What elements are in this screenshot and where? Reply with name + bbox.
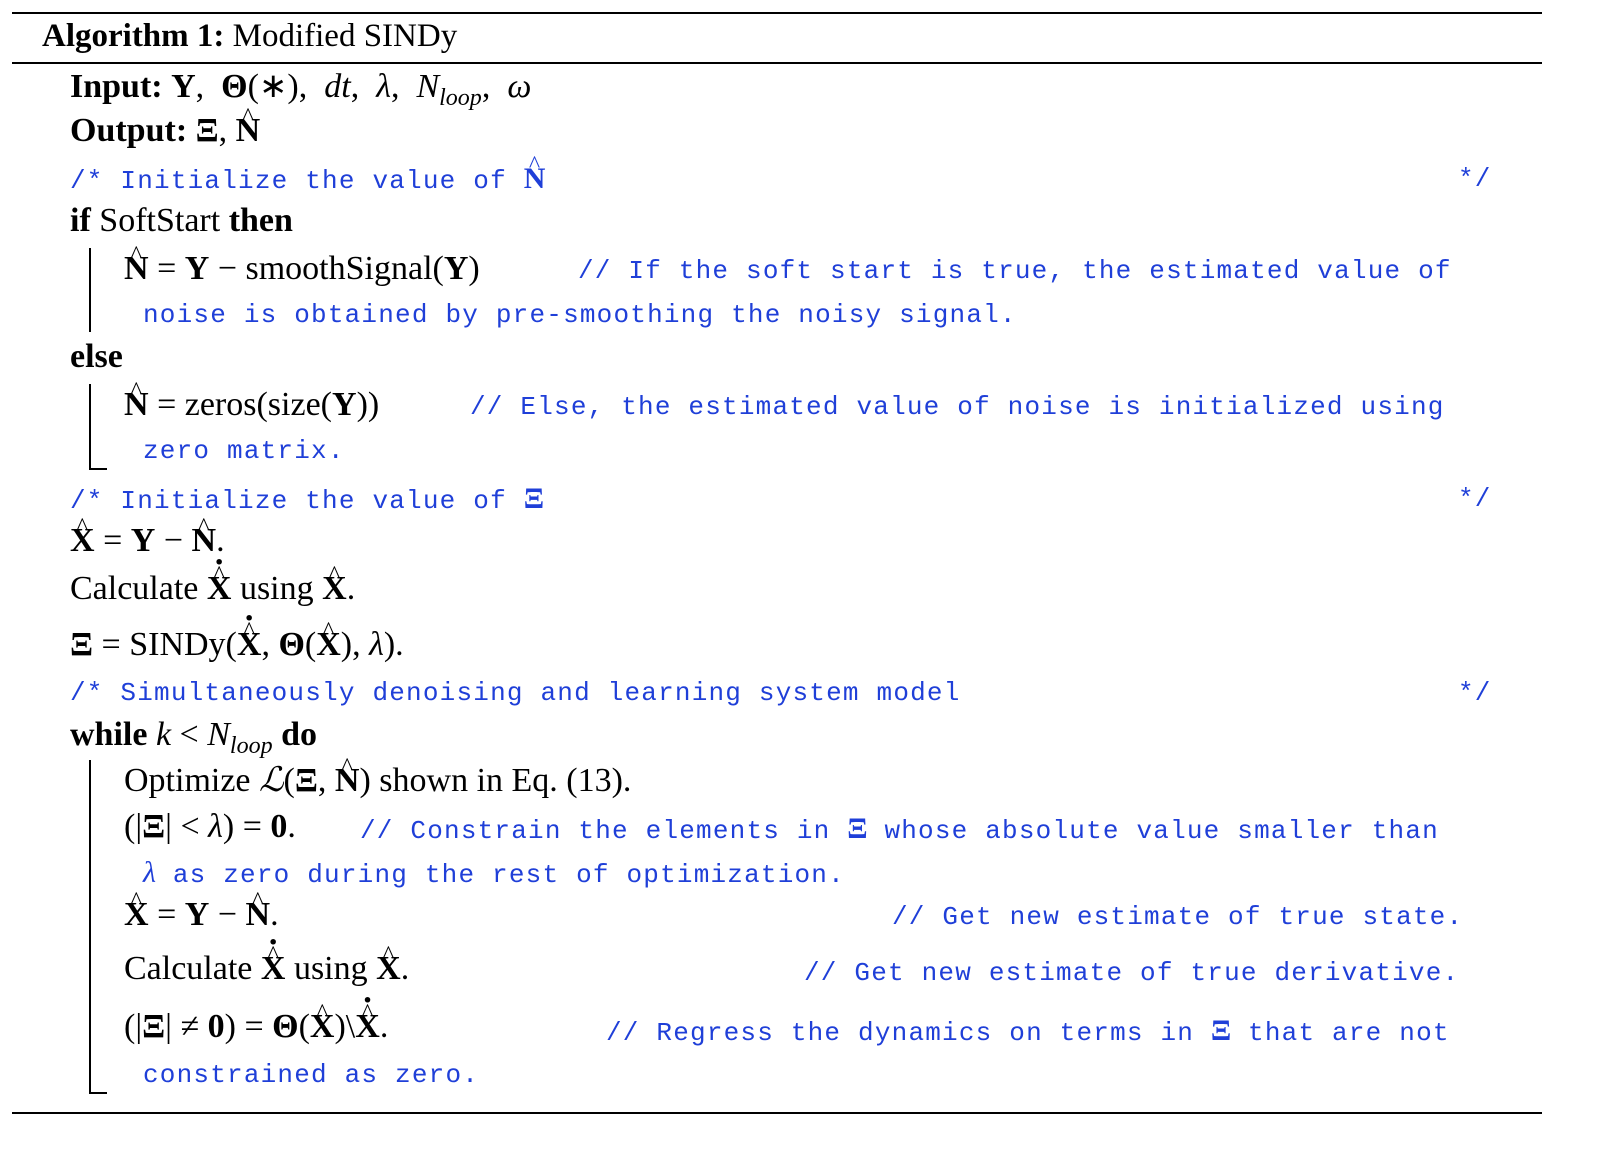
smooth-function: smoothSignal [245, 250, 433, 287]
comment-else-2: zero matrix. [143, 436, 345, 466]
else-keyword: else [70, 338, 123, 375]
comment-constrain-2: λ as zero during the rest of optimizatio… [143, 856, 845, 890]
zeros-assign-line: N = zeros(size(Y)) [124, 384, 379, 426]
smooth-assign-line: N = Y − smoothSignal(Y) [124, 248, 480, 290]
comment-end-3: */ [1458, 678, 1492, 708]
algorithm-title: Algorithm 1: Modified SINDy [42, 16, 457, 56]
comment-regress-1: // Regress the dynamics on terms in Ξ th… [606, 1014, 1450, 1048]
input-keyword: Input: [70, 68, 163, 105]
comment-if-2: noise is obtained by pre-smoothing the n… [143, 300, 1017, 330]
comment-init-xi: /* Initialize the value of Ξ [70, 482, 545, 516]
else-line: else [70, 336, 123, 378]
sindy-assign-line: Ξ = SINDy(X, Θ(X), λ). [70, 624, 404, 666]
comment-else-1: // Else, the estimated value of noise is… [470, 392, 1445, 422]
else-block-bar [89, 384, 91, 470]
comment-end-2: */ [1458, 484, 1492, 514]
comment-if-1: // If the soft start is true, the estima… [578, 256, 1452, 286]
output-args: Ξ, N [196, 112, 261, 149]
comment-derivative: // Get new estimate of true derivative. [804, 958, 1460, 988]
xhat-update-line: X = Y − N. [124, 894, 279, 936]
if-block-bar [89, 248, 91, 332]
then-keyword: then [228, 202, 293, 239]
sindy-function: SINDy( [129, 626, 237, 663]
input-line: Input: Y, Θ(∗), dt, λ, Nloop, ω [70, 66, 531, 119]
input-args: Y, Θ(∗), dt, λ, Nloop, ω [171, 68, 532, 111]
output-line: Output: Ξ, N [70, 110, 260, 152]
algorithm-name: Modified SINDy [232, 18, 458, 54]
calculate-line-2: Calculate X using X. [124, 948, 409, 990]
while-block-end [89, 1092, 107, 1094]
zeros-function: zeros(size( [184, 386, 332, 423]
calculate-line-1: Calculate X using X. [70, 568, 355, 610]
optimize-line: Optimize ℒ(Ξ, N) shown in Eq. (13). [124, 760, 631, 802]
regress-line: (|Ξ| ≠ 0) = Θ(X)\X. [124, 1006, 388, 1048]
output-keyword: Output: [70, 112, 188, 149]
if-line: if SoftStart then [70, 200, 293, 242]
comment-simultaneous: /* Simultaneously denoising and learning… [70, 678, 961, 708]
algorithm-label: Algorithm 1: [42, 18, 225, 54]
comment-state: // Get new estimate of true state. [892, 902, 1464, 932]
header-rule [12, 62, 1542, 64]
do-keyword: do [281, 716, 318, 753]
constrain-line: (|Ξ| < λ) = 0. [124, 808, 296, 845]
while-block-bar [89, 760, 91, 1094]
if-keyword: if [70, 202, 91, 239]
xhat-assign-line: X = Y − N. [70, 520, 225, 562]
else-block-end [89, 468, 107, 470]
top-rule [12, 12, 1542, 14]
comment-init-n: /* Initialize the value of N [70, 158, 545, 202]
softstart-condition: SoftStart [99, 202, 221, 239]
comment-constrain-1: // Constrain the elements in Ξ whose abs… [360, 812, 1439, 846]
while-keyword: while [70, 716, 148, 753]
bottom-rule [12, 1112, 1542, 1114]
while-line: while k < Nloop do [70, 716, 318, 759]
comment-end-1: */ [1458, 164, 1492, 194]
comment-regress-2: constrained as zero. [143, 1060, 480, 1090]
